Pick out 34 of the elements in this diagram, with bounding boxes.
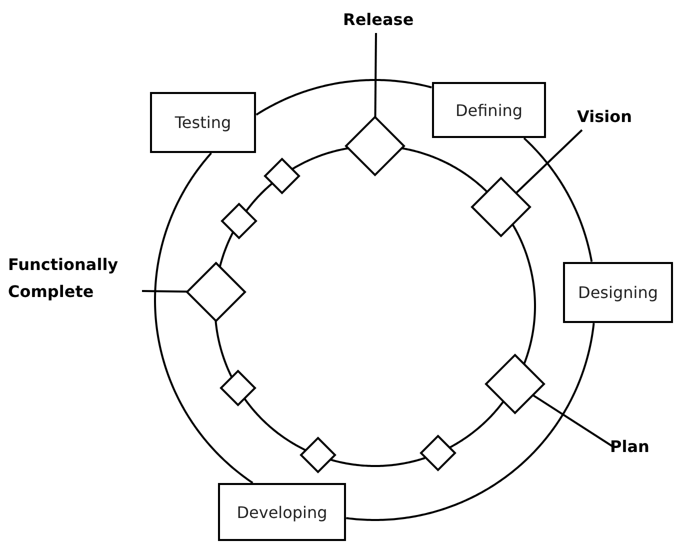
milestone-label: Vision xyxy=(577,103,647,130)
milestone-label: Functionally Complete xyxy=(8,251,144,305)
cycle-arc xyxy=(523,137,593,262)
cycle-arc xyxy=(330,457,426,467)
cycle-arc xyxy=(402,147,488,193)
milestone-diamond xyxy=(300,437,336,474)
cycle-arc xyxy=(214,321,233,378)
cycle-arc xyxy=(218,232,234,268)
phase-box: Designing xyxy=(563,262,673,323)
milestone-diamond xyxy=(220,370,256,406)
leader-line xyxy=(532,394,613,447)
milestone-diamond xyxy=(420,435,456,472)
milestone-diamond xyxy=(264,158,300,194)
milestone-diamond xyxy=(345,116,405,176)
milestone-label: Release xyxy=(343,6,413,33)
phase-box: Developing xyxy=(218,483,346,541)
milestone-diamond xyxy=(471,177,532,238)
cycle-arc xyxy=(154,152,254,484)
leader-line xyxy=(515,129,583,194)
cycle-arc xyxy=(512,224,536,364)
cycle-arc xyxy=(256,79,433,116)
milestone-diamond xyxy=(186,262,246,322)
cycle-arc xyxy=(292,147,349,170)
leader-line xyxy=(374,32,377,118)
phase-box: Defining xyxy=(432,82,546,138)
milestone-diamond xyxy=(221,203,258,240)
cycle-arc xyxy=(246,182,274,212)
leader-line xyxy=(142,290,188,293)
phase-box: Testing xyxy=(150,92,256,153)
milestone-label: Plan xyxy=(610,433,670,460)
cycle-arc xyxy=(448,400,504,449)
milestone-diamond xyxy=(484,354,545,414)
cycle-arc xyxy=(244,398,306,452)
cycle-arc xyxy=(346,322,595,521)
